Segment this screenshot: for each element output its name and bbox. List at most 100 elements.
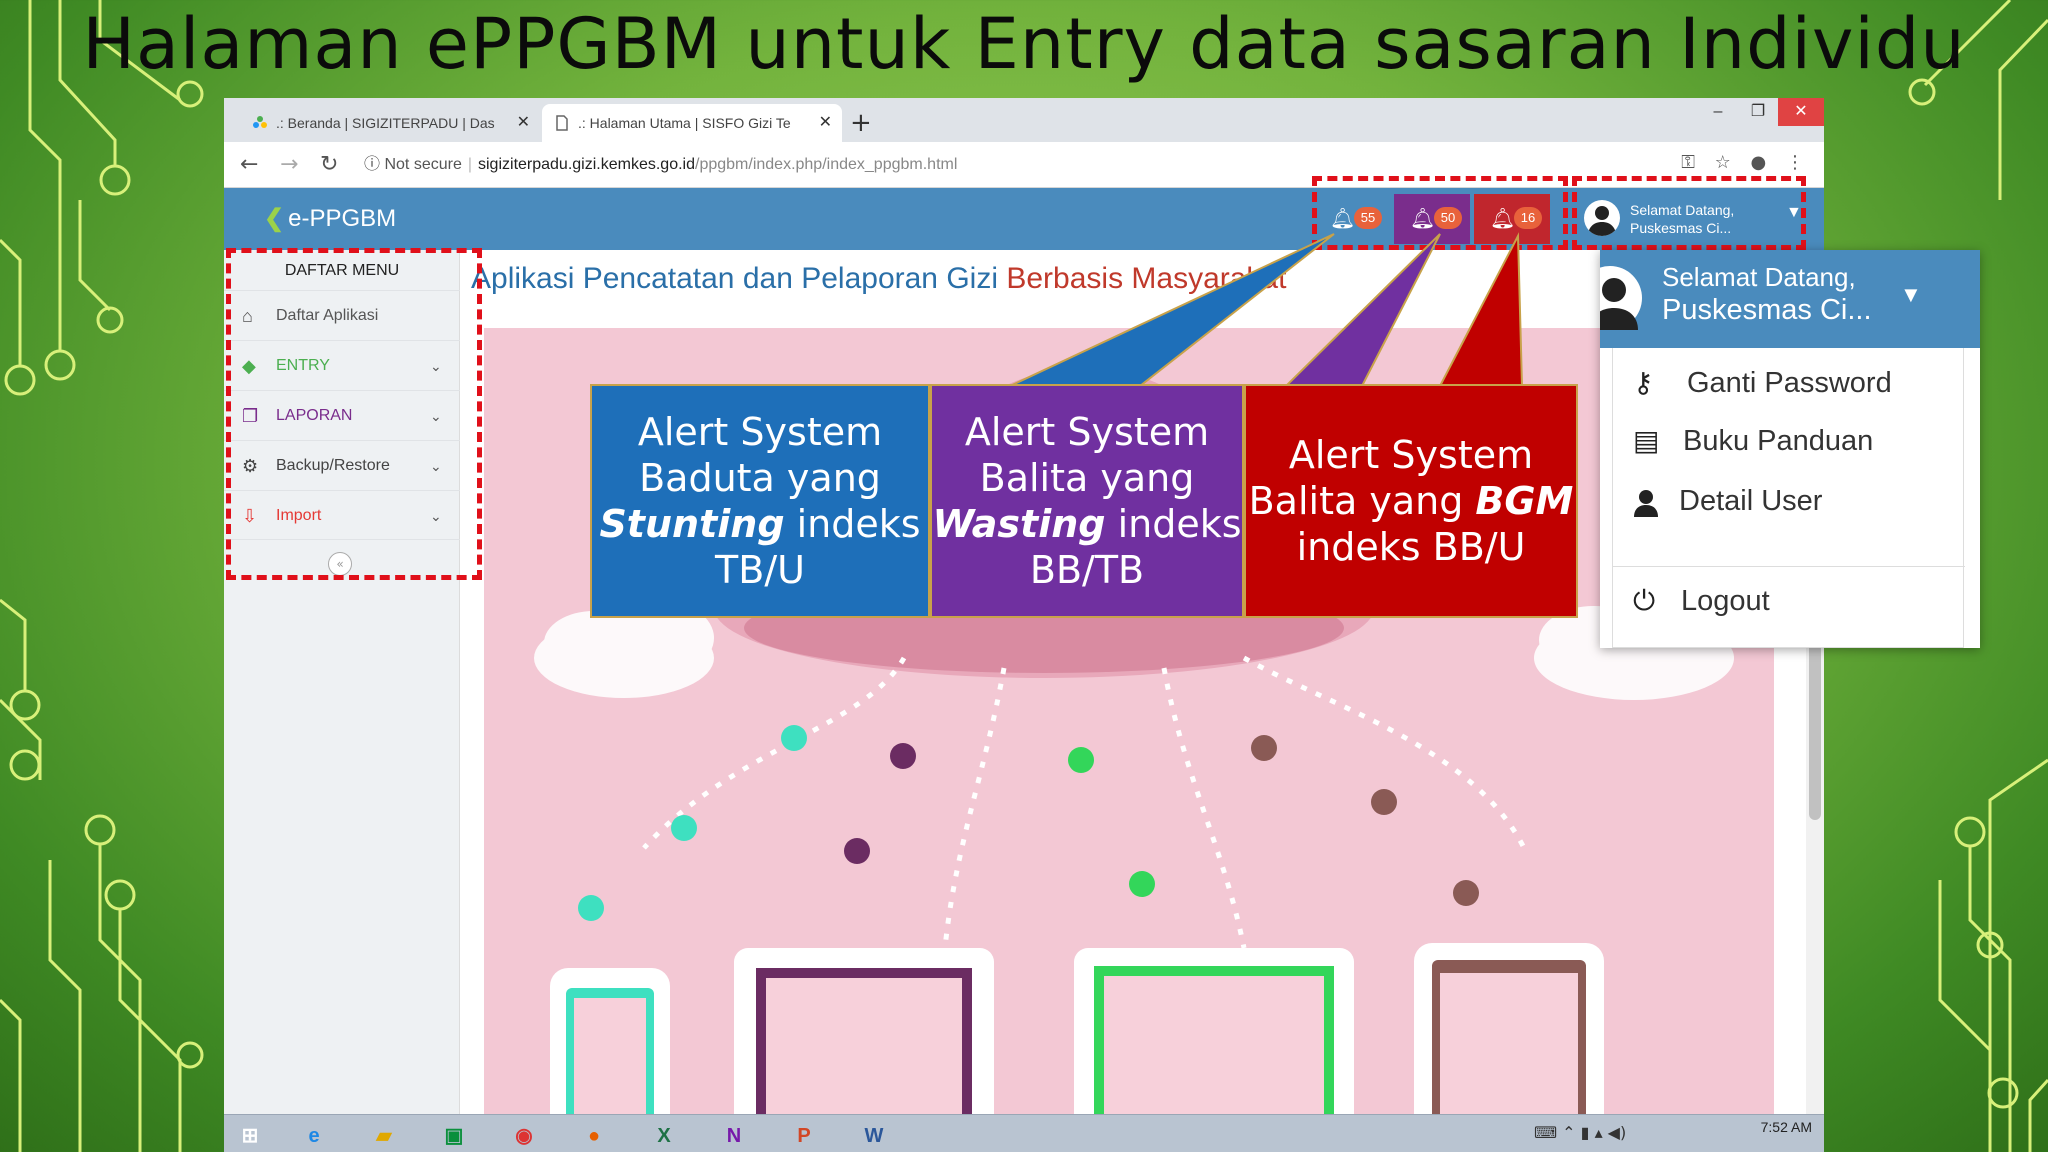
folder-icon[interactable]: ▰ [376, 1125, 392, 1147]
url-path: /ppgbm/index.php/index_ppgbm.html [695, 156, 958, 173]
alert-count-badge: 55 [1354, 207, 1382, 229]
key-icon[interactable]: ⚿ [1681, 152, 1695, 173]
callout-emphasis: Stunting [599, 502, 785, 546]
dropdown-items: ⚷ Ganti Password ▤ Buku Panduan Detail U… [1612, 348, 1965, 648]
info-icon[interactable]: ⓘ [364, 156, 381, 173]
tab-bar: .: Beranda | SIGIZITERPADU | Das ✕ .: Ha… [224, 98, 1824, 142]
menu-item-logout[interactable]: ⏻ Logout [1613, 572, 1965, 630]
restore-button[interactable]: ❐ [1750, 103, 1766, 120]
bell-icon: 🔔︎ [1330, 206, 1356, 230]
tab-close-icon[interactable]: ✕ [516, 114, 530, 131]
callout-bgm: Alert System Balita yang BGM indeks BB/U [1244, 384, 1578, 618]
callout-line: Alert System [637, 410, 883, 454]
ie-icon[interactable]: e [308, 1125, 320, 1147]
url-domain: sigiziterpadu.gizi.kemkes.go.id [478, 156, 695, 173]
minimize-button[interactable]: – [1713, 103, 1723, 120]
powerpoint-icon[interactable]: P [797, 1125, 811, 1147]
chrome-icon[interactable]: ◉ [515, 1125, 533, 1147]
brand-chevron-icon: ❮ [264, 205, 285, 232]
address-bar-icons: ⚿ ☆ ● ⋮ [1681, 152, 1804, 173]
copy-icon: ❐ [242, 406, 259, 426]
slide-title: Halaman ePPGBM untuk Entry data sasaran … [82, 3, 1966, 85]
tab-halaman-utama[interactable]: .: Halaman Utama | SISFO Gizi Te ✕ [542, 104, 842, 142]
tab-label: .: Halaman Utama | SISFO Gizi Te [578, 115, 791, 131]
sidebar-item-entry[interactable]: ◆ ENTRY ⌄ [224, 340, 460, 390]
system-tray[interactable]: ⌨ ⌃ ▮ ▴ ◀) [1534, 1123, 1627, 1142]
bell-icon: 🔔︎ [1490, 206, 1516, 230]
sidebar-item-label: ENTRY [276, 357, 330, 374]
tab-close-icon[interactable]: ✕ [818, 114, 832, 131]
dropdown-header[interactable]: Selamat Datang, Puskesmas Ci... ▼ [1600, 250, 1980, 348]
callout-prefix: Balita yang [1248, 479, 1476, 523]
callout-suffix: indeks [784, 502, 921, 546]
menu-item-label: Logout [1681, 585, 1770, 617]
forward-arrow-icon[interactable]: → [280, 152, 299, 177]
windows-start-icon[interactable]: ⊞ [241, 1125, 259, 1147]
callout-line: Stunting indeks [599, 501, 920, 547]
tag-icon: ◆ [242, 356, 256, 376]
dropdown-user-name: Puskesmas Ci... [1662, 294, 1872, 326]
url-separator: | [467, 156, 472, 173]
alert-wasting-button[interactable]: 🔔︎ 50 [1394, 194, 1470, 244]
onenote-icon[interactable]: N [726, 1125, 742, 1147]
brand-name: e-PPGBM [288, 205, 397, 232]
highlight-alert-buttons [1312, 176, 1568, 250]
page-title: Aplikasi Pencatatan dan Pelaporan Gizi B… [471, 262, 1286, 296]
sidebar: DAFTAR MENU ⌂ Daftar Aplikasi ◆ ENTRY ⌄ … [224, 250, 460, 1152]
word-icon[interactable]: W [864, 1125, 884, 1147]
bell-icon: 🔔︎ [1410, 206, 1436, 230]
sidebar-item-backup-restore[interactable]: ⚙ Backup/Restore ⌄ [224, 440, 460, 490]
home-icon: ⌂ [242, 306, 253, 326]
new-tab-button[interactable]: + [850, 108, 872, 138]
app-header: ❮e-PPGBM 🔔︎ 55 🔔︎ 50 🔔︎ 16 Selamat Datan… [224, 188, 1824, 250]
sidebar-item-laporan[interactable]: ❐ LAPORAN ⌄ [224, 390, 460, 440]
chevron-down-icon: ⌄ [430, 408, 442, 424]
menu-item-detail-user[interactable]: Detail User [1613, 472, 1965, 530]
caret-down-icon: ▼ [1900, 282, 1922, 307]
excel-icon[interactable]: X [657, 1125, 671, 1147]
callout-line: Alert System [964, 410, 1210, 454]
menu-item-label: Ganti Password [1687, 367, 1892, 399]
close-window-button[interactable]: ✕ [1778, 98, 1824, 126]
back-arrow-icon[interactable]: ← [240, 152, 259, 177]
firefox-icon[interactable]: ● [587, 1125, 601, 1147]
chevron-down-icon: ⌄ [430, 508, 442, 524]
callout-line: Balita yang BGM [1249, 478, 1574, 524]
user-menu-toggle[interactable]: Selamat Datang, Puskesmas Ci... ▼ [1576, 190, 1820, 248]
dropdown-greeting: Selamat Datang, [1662, 262, 1856, 292]
windows-taskbar: ⊞ e ▰ ▣ ◉ ● X N P W ⌨ ⌃ ▮ ▴ ◀) 7:52 AM [224, 1114, 1824, 1152]
sidebar-title: DAFTAR MENU [284, 262, 400, 279]
menu-item-buku-panduan[interactable]: ▤ Buku Panduan [1613, 412, 1965, 470]
reload-icon[interactable]: ↻ [320, 152, 339, 177]
chevron-down-icon: ⌄ [430, 458, 442, 474]
not-secure-label: Not secure [384, 156, 462, 173]
sidebar-item-label: Import [276, 507, 322, 524]
profile-icon[interactable]: ● [1750, 152, 1767, 173]
browser-window: .: Beranda | SIGIZITERPADU | Das ✕ .: Ha… [224, 98, 1824, 1152]
callout-suffix: indeks [1105, 502, 1242, 546]
callout-stunting: Alert System Baduta yang Stunting indeks… [590, 384, 930, 618]
download-icon: ⇩ [242, 506, 258, 526]
sidebar-item-daftar-aplikasi[interactable]: ⌂ Daftar Aplikasi [224, 290, 460, 340]
user-dropdown-menu: Selamat Datang, Puskesmas Ci... ▼ ⚷ Gant… [1600, 250, 1980, 648]
alert-count-badge: 16 [1514, 207, 1542, 229]
menu-dots-icon[interactable]: ⋮ [1786, 152, 1804, 173]
brand-logo[interactable]: ❮e-PPGBM [264, 188, 396, 250]
menu-item-ganti-password[interactable]: ⚷ Ganti Password [1613, 354, 1965, 412]
url-field[interactable]: ⓘ Not secure | sigiziterpadu.gizi.kemkes.g… [364, 151, 1684, 179]
sidebar-item-import[interactable]: ⇩ Import ⌄ [224, 490, 460, 540]
tab-label: .: Beranda | SIGIZITERPADU | Das [276, 115, 495, 131]
gears-icon: ⚙ [242, 456, 259, 476]
callout-line: Baduta yang [639, 456, 881, 500]
tab-beranda[interactable]: .: Beranda | SIGIZITERPADU | Das ✕ [240, 104, 540, 142]
callout-line: Wasting indeks [932, 501, 1241, 547]
menu-item-label: Detail User [1679, 485, 1823, 517]
alert-stunting-button[interactable]: 🔔︎ 55 [1314, 194, 1390, 244]
taskbar-clock[interactable]: 7:52 AM [1760, 1119, 1812, 1135]
callout-wasting: Alert System Balita yang Wasting indeks … [930, 384, 1244, 618]
alert-bgm-button[interactable]: 🔔︎ 16 [1474, 194, 1550, 244]
store-icon[interactable]: ▣ [444, 1125, 464, 1147]
star-icon[interactable]: ☆ [1714, 152, 1731, 173]
